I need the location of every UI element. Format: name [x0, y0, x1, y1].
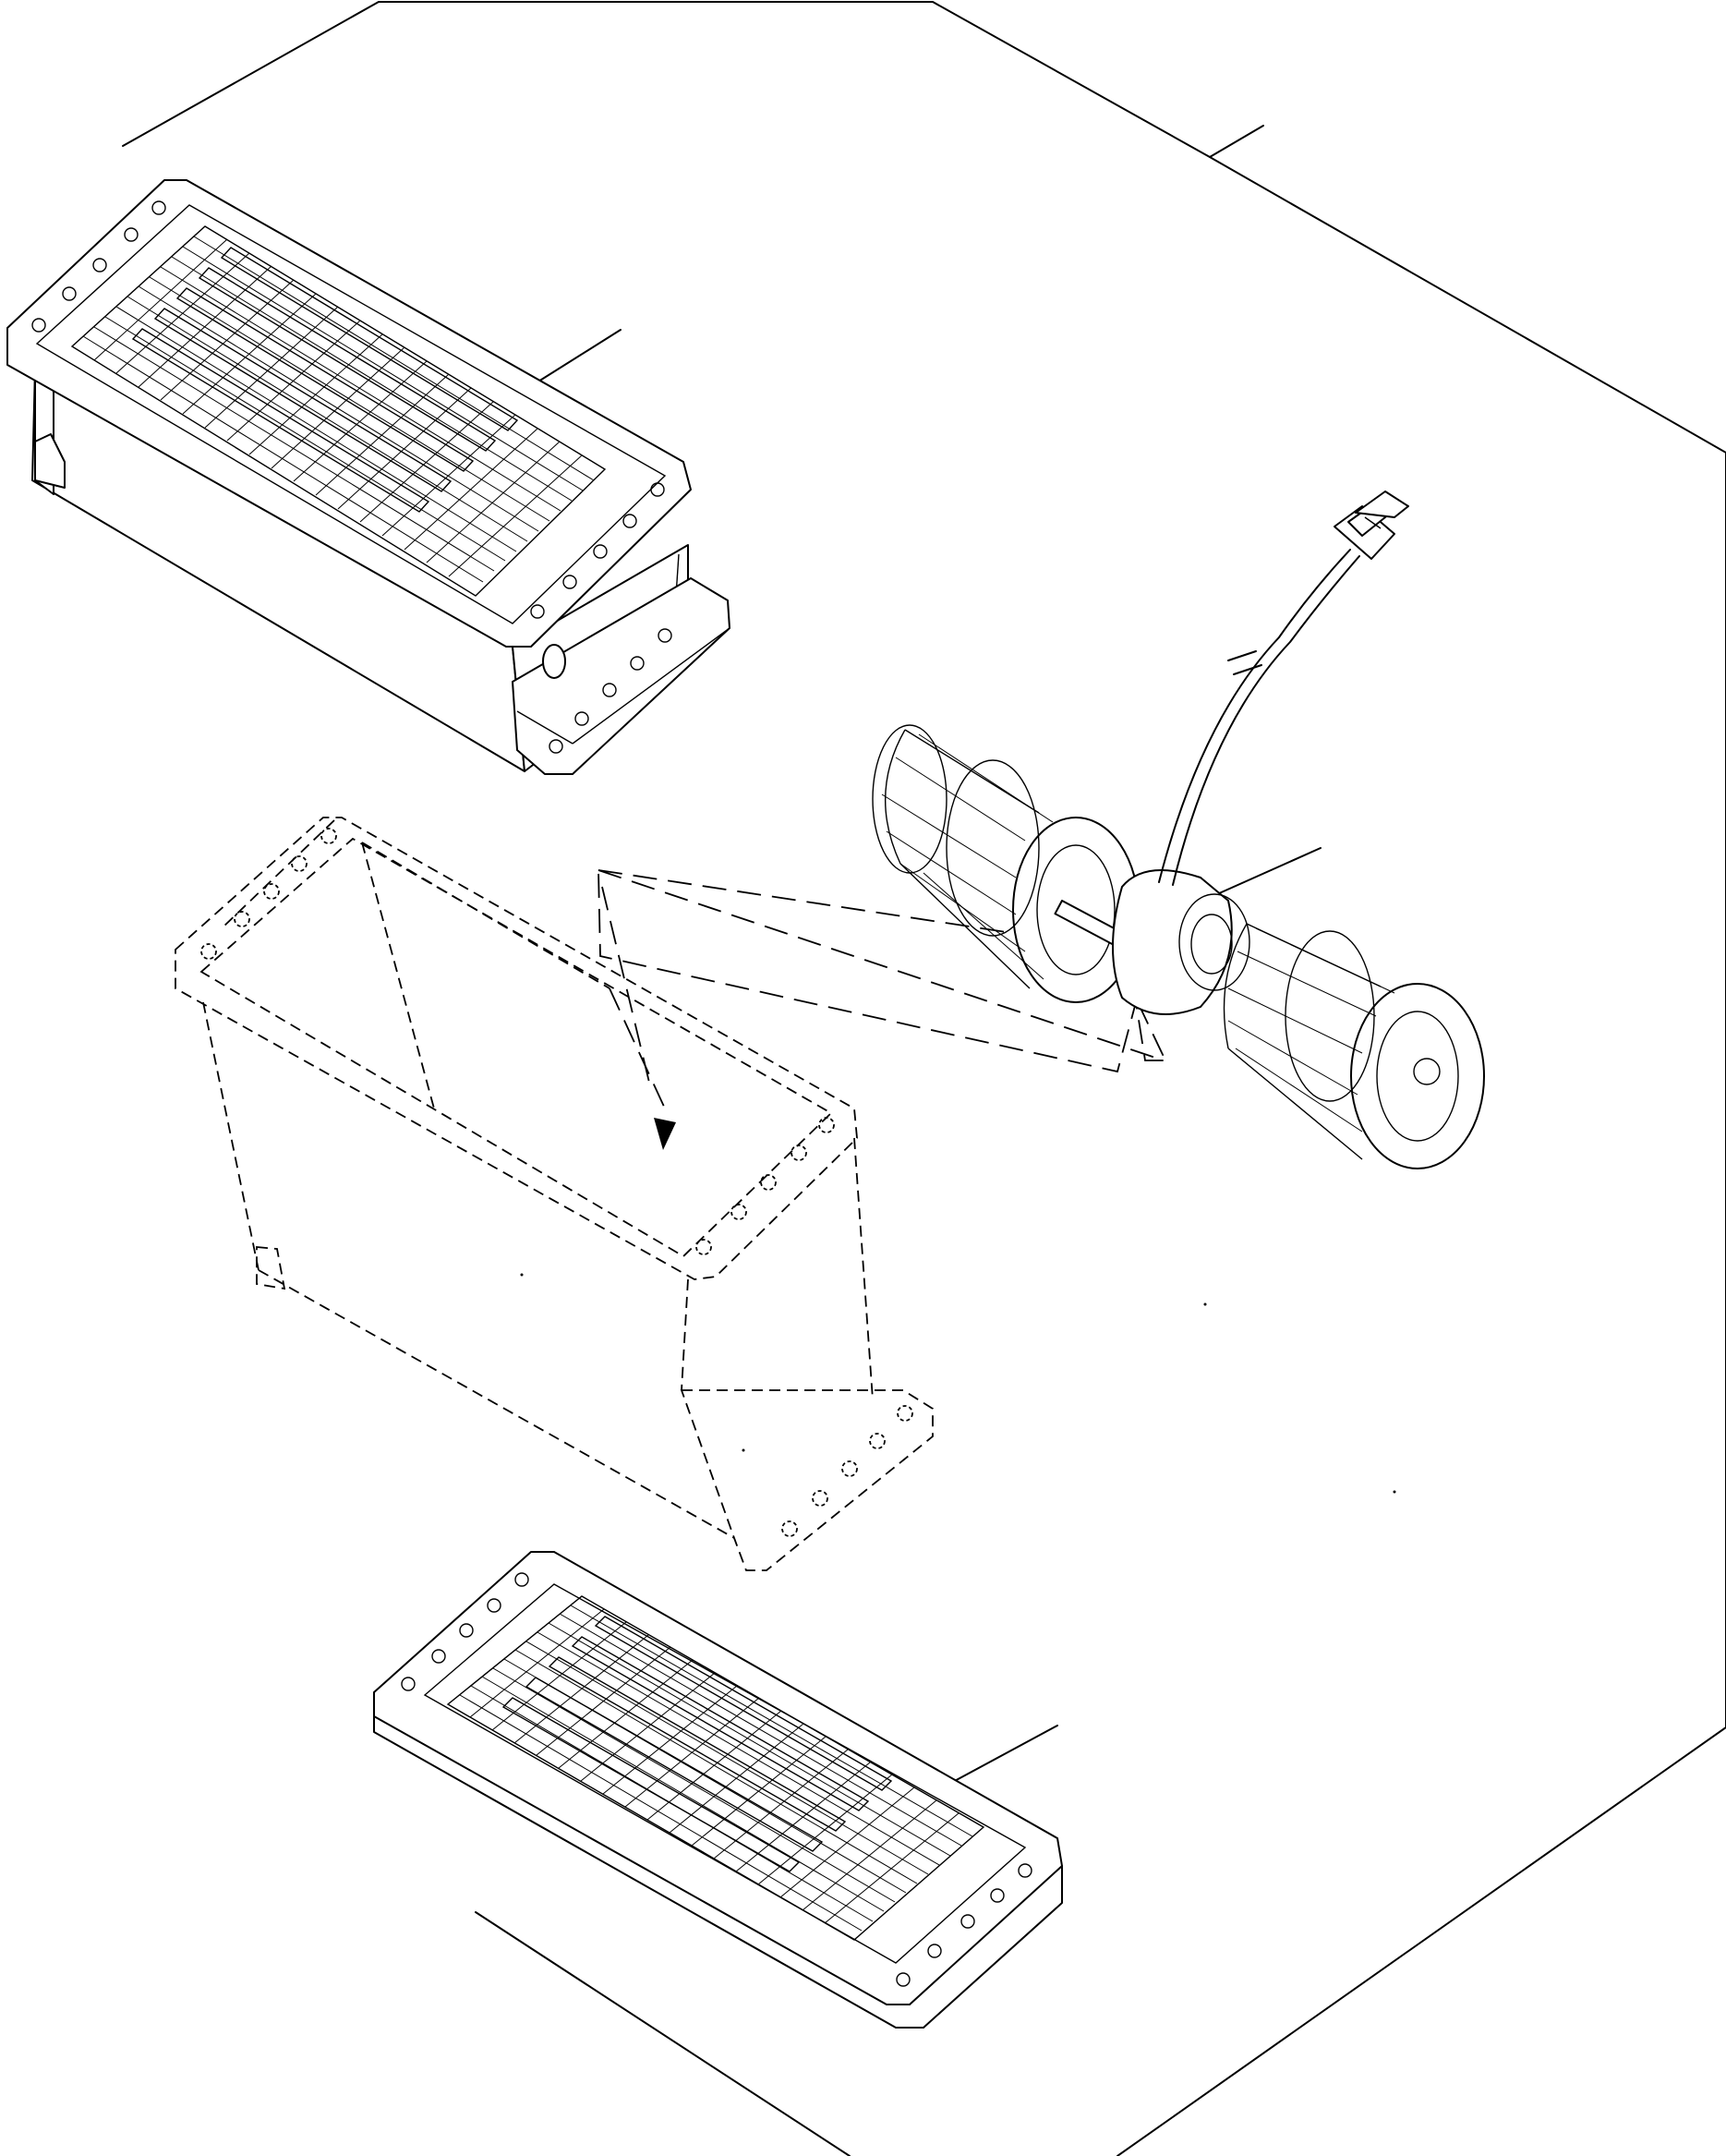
blower-wheel-right	[1223, 923, 1485, 1169]
heater-core-top-holes	[31, 200, 672, 754]
heater-core-top-grille	[71, 225, 606, 583]
heater-core-bottom-holes	[401, 1572, 1032, 1987]
heater-core-bottom-tubes	[501, 1616, 893, 1872]
heater-core-bottom	[373, 1551, 1063, 2029]
blower-motor	[1112, 869, 1250, 1015]
blower-wheel-left	[872, 724, 1140, 1003]
scan-specks	[520, 1273, 1396, 1494]
diagram-frame	[122, 1, 1726, 2156]
heater-case-phantom-holes	[200, 828, 913, 1537]
heater-core-top-tubes	[131, 247, 519, 513]
leader-lines	[530, 329, 1322, 1784]
wire-connector	[1334, 491, 1409, 560]
heater-core-top	[6, 179, 730, 775]
blower-fan-assembly	[872, 549, 1485, 1169]
heater-case-phantom	[175, 817, 934, 1571]
heater-core-bottom-grille	[447, 1595, 984, 1932]
